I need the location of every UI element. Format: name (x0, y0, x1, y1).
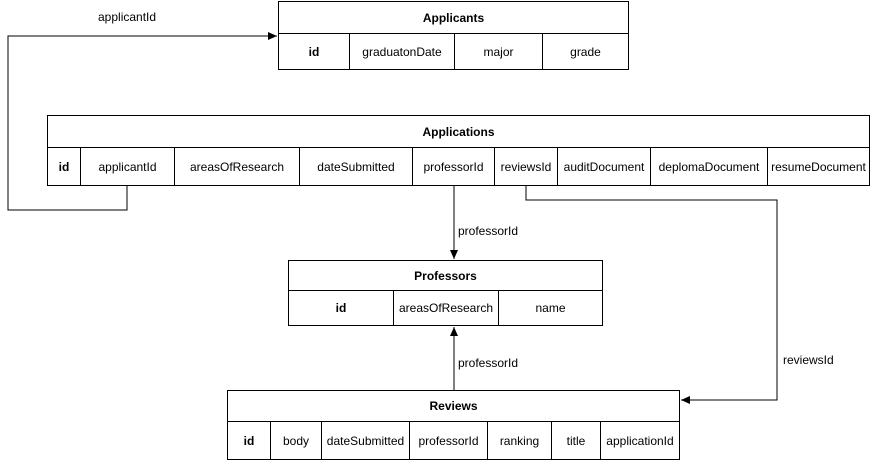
entity-reviews[interactable]: Reviews id body dateSubmitted professorI… (227, 390, 680, 460)
field-deploma-document: deplomaDocument (650, 148, 767, 185)
field-ranking: ranking (487, 422, 551, 459)
entity-title: Professors (289, 261, 602, 291)
field-audit-document: auditDocument (557, 148, 650, 185)
field-applicant-id: applicantId (80, 148, 174, 185)
field-id: id (335, 301, 347, 315)
field-graduaton-date: graduatonDate (349, 34, 454, 69)
field-resume-document: resumeDocument (767, 148, 869, 185)
field-date-submitted: dateSubmitted (321, 422, 409, 459)
edge-label-professor-id: professorId (458, 224, 519, 238)
entity-applications[interactable]: Applications id applicantId areasOfResea… (47, 115, 870, 186)
field-date-submitted: dateSubmitted (299, 148, 412, 185)
entity-title: Applicants (279, 2, 628, 34)
edge-reviews-id (525, 186, 778, 404)
entity-applicants[interactable]: Applicants id graduatonDate major grade (278, 1, 629, 70)
edge-applicant-id (7, 32, 277, 211)
field-professor-id: professorId (412, 148, 494, 185)
field-name: name (498, 291, 602, 325)
field-title: title (551, 422, 600, 459)
entity-professors[interactable]: Professors id areasOfResearch name (288, 260, 603, 326)
field-id: id (58, 159, 70, 174)
field-application-id: applicationId (600, 422, 679, 459)
field-areas-of-research: areasOfResearch (393, 291, 498, 325)
field-grade: grade (542, 34, 628, 69)
field-professor-id: professorId (409, 422, 487, 459)
field-reviews-id: reviewsId (494, 148, 557, 185)
field-body: body (270, 422, 321, 459)
field-id: id (243, 433, 255, 448)
edge-label-review-professor-id: professorId (458, 356, 519, 370)
entity-title: Applications (48, 116, 869, 148)
field-major: major (454, 34, 542, 69)
edge-label-applicant-id: applicantId (98, 10, 157, 24)
edge-label-reviews-id: reviewsId (783, 353, 834, 367)
entity-title: Reviews (228, 391, 679, 422)
field-areas-of-research: areasOfResearch (174, 148, 299, 185)
field-id: id (308, 44, 320, 59)
